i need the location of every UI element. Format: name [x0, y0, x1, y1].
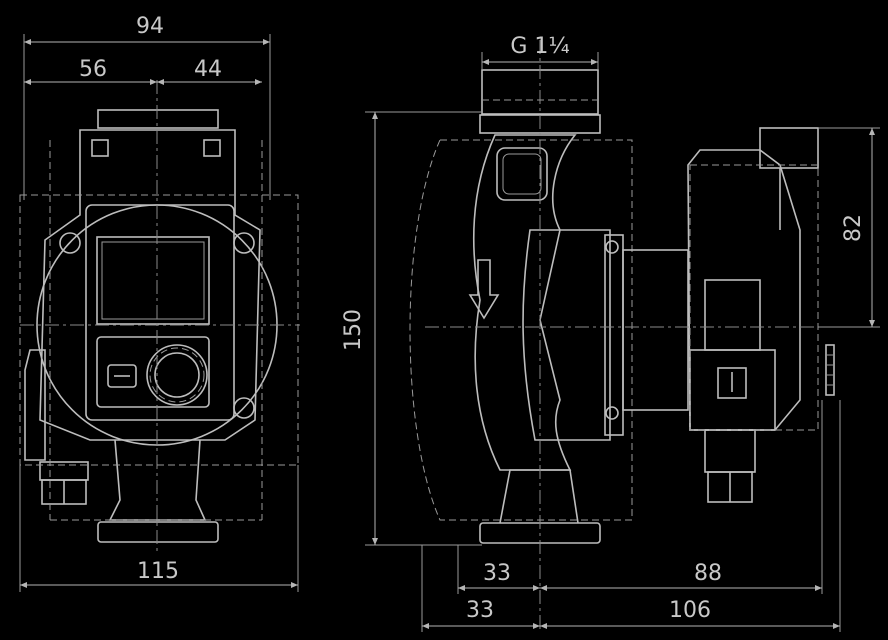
front-mode-button	[107, 364, 137, 388]
side-volute	[472, 134, 577, 471]
side-inlet-opening	[496, 147, 548, 201]
front-envelope	[19, 194, 299, 466]
dim-side-inner-left: 33	[483, 561, 511, 586]
dim-overall-height: 150	[341, 309, 366, 351]
dim-front-left-offset: 56	[79, 57, 107, 82]
front-adjust-knob	[146, 344, 208, 406]
dim-front-right-offset: 44	[194, 57, 222, 82]
side-dimensions: G 1¼ 150 82 33 88 33 106	[341, 34, 880, 632]
side-stator-flange	[522, 229, 611, 441]
side-connector-plug	[717, 367, 747, 399]
dim-motor-height: 82	[841, 214, 866, 242]
front-adjust-knob-inner	[154, 352, 200, 398]
dim-connection-thread: G 1¼	[510, 34, 569, 59]
side-terminal-box	[704, 279, 761, 351]
dim-side-outer-left: 33	[466, 598, 494, 623]
front-bottom-neck	[108, 439, 207, 521]
side-motor-body	[622, 249, 689, 411]
side-module-top-cap	[759, 127, 819, 169]
front-top-flange	[97, 109, 219, 129]
side-bottom-neck	[499, 469, 579, 524]
front-display-inner	[101, 241, 205, 320]
front-bottom-flange	[97, 521, 219, 543]
front-adjust-knob-knurl	[149, 347, 205, 403]
front-lug-top-left	[59, 232, 81, 254]
front-dimensions: 94 56 44 115	[19, 14, 299, 592]
front-display	[96, 236, 210, 325]
dim-side-outer-right: 106	[669, 598, 711, 623]
front-motor-housing	[39, 140, 261, 441]
front-view	[19, 80, 300, 555]
front-button-panel	[96, 336, 210, 408]
side-cooling-ribs	[825, 344, 835, 396]
dim-front-overall-width: 94	[136, 14, 164, 39]
side-motor-envelope	[689, 164, 819, 431]
side-stator-ring	[604, 234, 624, 436]
side-casing-envelope	[409, 139, 633, 521]
side-view	[409, 40, 835, 632]
dim-side-inner-right: 88	[694, 561, 722, 586]
front-control-module	[85, 204, 235, 421]
front-top-bolt-right	[203, 139, 221, 157]
front-top-bolt-left	[91, 139, 109, 157]
side-flow-arrow-icon	[468, 259, 500, 320]
front-cable-box	[24, 349, 46, 461]
side-gland-body	[704, 429, 756, 473]
dim-front-base-width: 115	[137, 559, 179, 584]
